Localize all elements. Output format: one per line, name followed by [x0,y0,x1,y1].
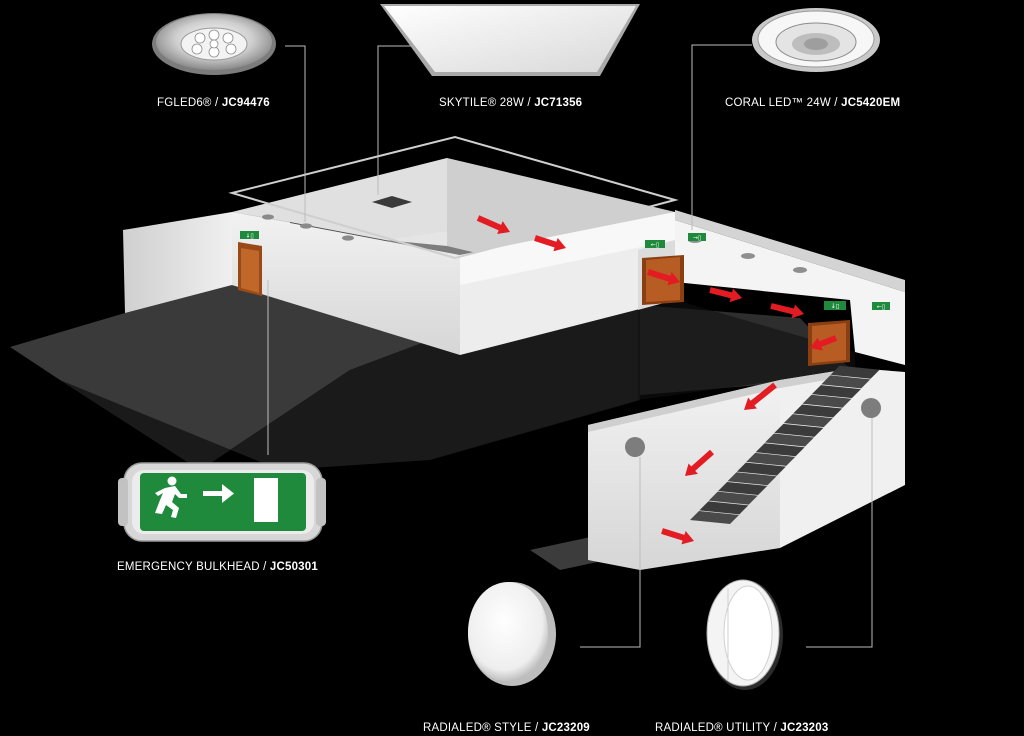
label-coral-name: CORAL LED™ 24W [725,97,831,109]
door-main-room [238,242,262,296]
radialed-utility-image [706,579,783,690]
main-room-floor [10,285,470,470]
ceiling-light-dot-2 [300,223,312,229]
red-direction-arrow-icon [810,335,838,351]
skytile-panel-image [380,4,640,76]
exit-arrow-icon [203,484,234,503]
skytile-ceiling-outline [228,135,679,260]
stair-step [802,394,852,408]
stair-step [783,414,833,428]
corridor-back-wall [675,220,905,365]
door-icon [254,478,278,522]
radialed-style-wall-spot [625,437,645,457]
leader-radialed-style [580,457,641,648]
main-room-back-left-wall [123,212,232,313]
emergency-bulkhead-image [118,462,326,542]
leader-coral [691,44,752,230]
stair-step [765,433,814,447]
label-coral-code: JC5420EM [841,97,901,109]
label-bulkhead-separator: / [259,561,270,573]
label-radialed-style-code: JC23209 [541,722,590,734]
stair-step [793,404,843,418]
red-direction-arrow-icon [709,287,742,303]
svg-text:↓▯: ↓▯ [830,302,839,310]
stair-step [774,423,824,437]
exit-sign-corridor-1: ←▯ [645,240,665,249]
leader-radialed-utility [806,418,873,648]
main-room-front-right-shade [460,212,675,285]
main-room-front-wall [232,212,460,355]
stair-step [736,462,786,476]
red-direction-arrow-icon [685,449,714,476]
svg-text:↓▯: ↓▯ [245,233,253,240]
floor-shadow [60,310,640,470]
label-skytile: SKYTILE® 28W / JC71356 [439,97,582,109]
svg-text:→▯: →▯ [693,235,701,242]
staircase [690,365,880,524]
label-radialed-style-separator: / [531,722,542,734]
ceiling-light-dot-1 [262,214,274,220]
red-direction-arrow-icon [476,215,510,235]
leader-fgled6 [285,45,306,222]
svg-text:←▯: ←▯ [651,242,659,249]
label-radialed-style: RADIALED® STYLE / JC23209 [423,722,590,734]
red-direction-arrow-icon [534,235,566,252]
label-radialed-utility: RADIALED® UTILITY / JC23203 [655,722,828,734]
label-fgled6-separator: / [211,97,222,109]
red-direction-arrow-icon [661,528,694,545]
red-direction-arrow-icon [647,269,680,286]
label-fgled6-name: FGLED6® [157,97,212,109]
ceiling-light-dot-3 [342,235,354,241]
stair-step [821,375,871,389]
label-coral-separator: / [830,97,842,109]
stair-step [755,443,805,457]
main-room-right-wall [232,158,447,246]
label-radialed-style-name: RADIALED® STYLE [423,722,532,734]
stair-step [690,511,739,524]
corridor-light-dot-3 [793,267,807,273]
stairwell-top-cap [588,368,855,432]
stair-step [727,472,777,486]
label-radialed-utility-separator: / [770,722,781,734]
radialed-style-image [468,582,556,686]
label-fgled6: FGLED6® / JC94476 [157,97,270,109]
ceiling-tile-square [372,196,412,208]
exit-sign-corridor-2: →▯ [688,233,706,242]
stair-step [699,501,749,515]
radialed-utility-wall-spot [861,398,881,418]
stair-step [708,491,758,505]
running-man-icon [155,476,187,518]
corridor-front-wall [638,300,855,400]
label-skytile-separator: / [524,97,535,109]
stair-step [811,385,861,399]
label-bulkhead-code: JC50301 [269,561,318,573]
stair-step [718,481,768,495]
label-radialed-utility-code: JC23203 [780,722,829,734]
stair-step [830,365,880,379]
red-direction-arrow-icon [770,303,804,319]
label-bulkhead-name: EMERGENCY BULKHEAD [117,561,260,573]
escape-route-arrows [476,215,838,545]
fgled6-downlight-image [152,13,276,75]
exit-sign-main-room: ↓▯ [240,231,259,240]
label-skytile-code: JC71356 [534,97,583,109]
corridor-light-dot-2 [741,253,755,259]
label-bulkhead: EMERGENCY BULKHEAD / JC50301 [117,561,318,573]
exit-sign-stairwell-door: ↓▯ [824,301,846,310]
stairwell-front-wall [588,380,780,570]
red-direction-arrow-icon [744,382,777,410]
svg-text:←▯: ←▯ [877,304,885,311]
coral-led-downlight-image [752,8,880,72]
stair-step [746,452,796,466]
label-skytile-name: SKYTILE® 28W [439,97,525,109]
label-coral: CORAL LED™ 24W / JC5420EM [725,97,900,109]
label-fgled6-code: JC94476 [221,97,270,109]
exit-sign-corridor-end: ←▯ [872,302,890,311]
corridor-ceiling-strip [675,210,905,292]
label-radialed-utility-name: RADIALED® UTILITY [655,722,771,734]
